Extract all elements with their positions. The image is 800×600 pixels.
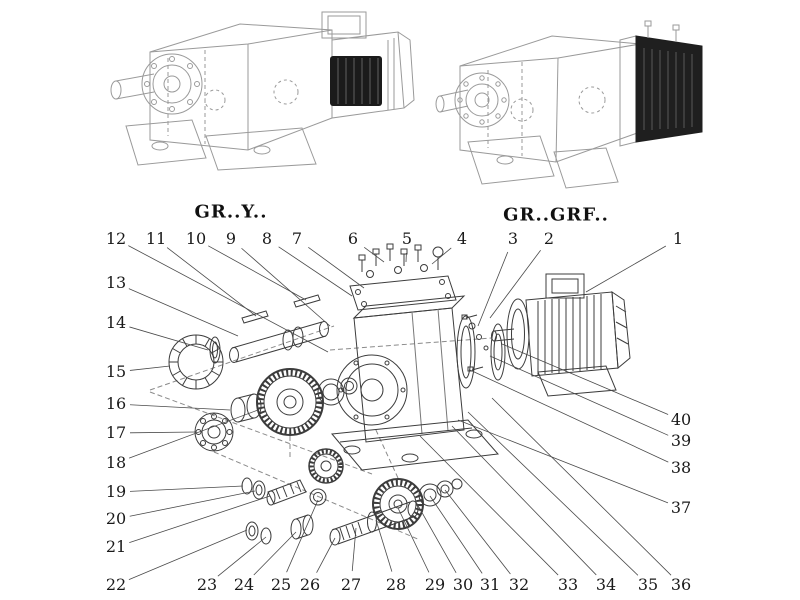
output-gear-drawing [372,478,463,530]
leader-line-31 [429,495,483,574]
leader-line-9 [241,247,331,327]
leader-line-7 [308,246,365,289]
cover-bolts [358,243,444,278]
part-callout-20: 20 [105,509,127,528]
leader-line-13 [128,288,239,337]
leader-line-32 [444,489,511,575]
part-callout-31: 31 [479,575,501,594]
bearing-drawing [194,412,234,452]
leader-line-16 [129,404,231,411]
leader-line-1 [585,245,667,293]
leader-line-38 [469,369,669,463]
leader-line-39 [489,355,669,436]
part-callout-12: 12 [105,229,127,248]
intermediate-gear-drawing [308,448,344,484]
leader-line-20 [129,490,256,517]
part-callout-25: 25 [270,575,292,594]
leader-line-22 [128,529,248,580]
leader-line-3 [477,251,509,327]
part-callout-33: 33 [557,575,579,594]
part-callout-34: 34 [595,575,617,594]
part-callout-17: 17 [105,423,127,442]
part-callout-38: 38 [670,458,692,477]
leader-line-36 [491,397,672,576]
machine-gr-grf-drawing [435,20,703,189]
part-callout-2: 2 [543,229,555,248]
leader-line-2 [489,249,541,319]
leader-line-12 [128,245,329,353]
part-callout-24: 24 [233,575,255,594]
part-callout-39: 39 [670,431,692,450]
part-callout-8: 8 [261,229,273,248]
leader-line-26 [316,537,336,573]
part-callout-7: 7 [291,229,303,248]
part-callout-22: 22 [105,575,127,594]
leader-line-17 [129,431,197,434]
part-callout-37: 37 [670,498,692,517]
part-callout-36: 36 [670,575,692,594]
flange-fasteners [461,314,489,372]
part-callout-21: 21 [105,537,127,556]
part-callout-23: 23 [196,575,218,594]
part-callout-14: 14 [105,313,127,332]
part-callout-28: 28 [385,575,407,594]
leader-line-30 [415,501,457,574]
leader-line-35 [467,411,639,576]
leader-line-29 [397,507,430,573]
part-callout-30: 30 [452,575,474,594]
machine-gr-y-drawing [110,11,415,171]
leader-line-37 [457,419,669,504]
part-callout-32: 32 [508,575,530,594]
large-gear-drawing [256,368,324,436]
part-callout-18: 18 [105,453,127,472]
part-callout-29: 29 [424,575,446,594]
leader-line-25 [286,499,319,573]
leader-line-11 [166,247,257,317]
motor-drawing [491,273,631,397]
part-callout-35: 35 [637,575,659,594]
leader-line-14 [129,326,209,351]
leader-line-15 [129,365,171,371]
part-callout-1: 1 [672,229,684,248]
part-callout-10: 10 [185,229,207,248]
leader-line-4 [431,247,452,265]
part-callout-40: 40 [670,410,692,429]
leader-line-21 [129,495,271,543]
part-callout-5: 5 [401,229,413,248]
leader-line-33 [419,435,559,576]
part-callout-13: 13 [105,273,127,292]
part-callout-16: 16 [105,394,127,413]
part-callout-11: 11 [145,229,167,248]
title-gr-grf: GR..GRF.. [503,204,609,226]
leader-line-28 [375,519,393,572]
leader-line-23 [217,536,267,577]
leader-lines-layer [128,245,672,580]
part-callout-19: 19 [105,482,127,501]
leader-line-18 [128,409,259,459]
title-gr-y: GR..Y.. [194,201,268,223]
exploded-view-drawing [149,243,631,546]
output-shaft-drawing [329,500,419,546]
part-callout-26: 26 [299,575,321,594]
leader-line-27 [351,527,357,572]
part-callout-9: 9 [225,229,237,248]
leader-line-40 [501,343,669,415]
leader-line-8 [278,246,353,297]
seal-ring-drawing [168,334,224,390]
input-shaft-drawing [229,294,329,363]
part-callout-15: 15 [105,362,127,381]
leader-line-19 [129,485,244,492]
part-callout-6: 6 [347,229,359,248]
leader-line-6 [364,247,385,263]
part-callout-4: 4 [456,229,468,248]
part-callout-27: 27 [340,575,362,594]
leader-line-34 [451,425,597,576]
part-callout-3: 3 [507,229,519,248]
leader-line-24 [253,531,297,576]
